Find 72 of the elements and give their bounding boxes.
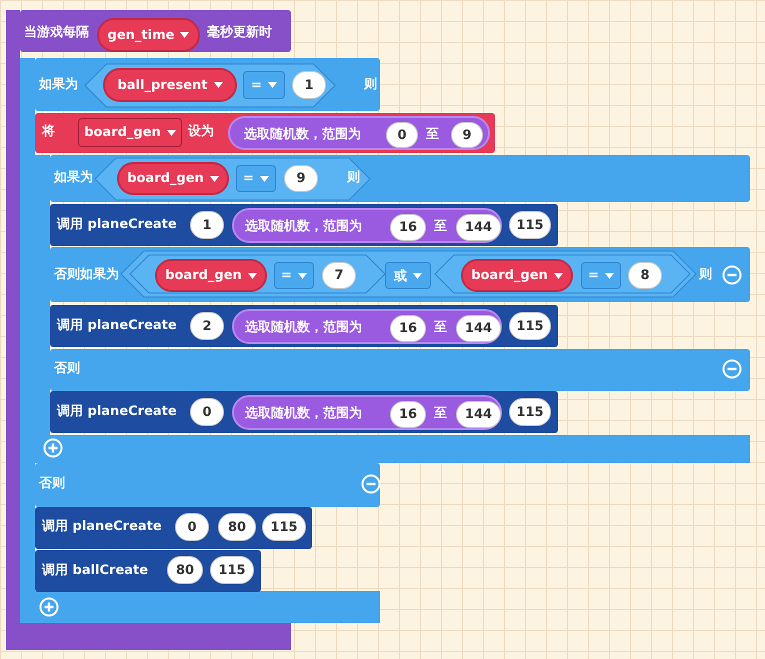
block-label: 将: [42, 124, 55, 140]
operator-dropdown: =: [236, 165, 276, 192]
number-field: 144: [456, 214, 501, 241]
random-number-block: [232, 208, 502, 243]
block-arm: [20, 58, 35, 623]
if-block-row: [50, 155, 750, 202]
number-field: 0: [386, 122, 418, 148]
set-block: [35, 113, 495, 153]
block-label: 调用 planeCreate: [57, 217, 177, 233]
block-label: 调用 ballCreate: [42, 563, 148, 579]
call-block: [50, 391, 558, 433]
number-field: 16: [390, 401, 426, 428]
block-label: 至: [426, 127, 439, 143]
call-block: [35, 550, 261, 592]
variable-dropdown: board_gen: [78, 118, 182, 147]
call-block: [50, 204, 558, 246]
block-label: 选取随机数，范围为: [244, 127, 361, 143]
if-block-row: [50, 247, 750, 302]
random-number-block: [228, 116, 490, 150]
block-label: 则: [699, 267, 712, 283]
number-field: 80: [218, 513, 256, 541]
variable-dropdown: ball_present: [103, 68, 237, 102]
block-label: 如果为: [54, 170, 93, 186]
block-label: 选取随机数，范围为: [245, 406, 362, 422]
number-field: 115: [262, 513, 306, 541]
number-field: 9: [451, 122, 483, 148]
variable-dropdown: board_gen: [117, 162, 229, 195]
block-label: 设为: [188, 124, 214, 140]
number-field: 16: [390, 315, 426, 342]
block-label: 当游戏每隔: [24, 25, 89, 41]
block-label: 如果为: [39, 77, 78, 93]
block-label: 否则: [39, 476, 65, 492]
variable-dropdown: board_gen: [155, 259, 267, 292]
if-block-row: [35, 58, 380, 111]
block-label: 选取随机数，范围为: [245, 320, 362, 336]
number-field: 2: [190, 312, 224, 340]
if-block-row: [50, 349, 750, 391]
operator-dropdown: =: [581, 262, 621, 289]
variable-dropdown: board_gen: [461, 259, 573, 292]
number-field: 115: [509, 211, 551, 239]
operator-dropdown: =: [274, 262, 314, 289]
block-label: 至: [434, 219, 447, 235]
number-field: 115: [509, 398, 551, 426]
block-label: 调用 planeCreate: [57, 318, 177, 334]
random-number-block: [232, 309, 502, 344]
number-field: 0: [190, 398, 224, 426]
number-field: 144: [456, 315, 501, 342]
number-field: 80: [167, 556, 203, 584]
block-label: 至: [434, 320, 447, 336]
block-label: 调用 planeCreate: [57, 404, 177, 420]
block-label: 则: [347, 170, 360, 186]
number-field: 115: [509, 312, 551, 340]
block-label: 否则如果为: [54, 267, 119, 283]
number-field: 0: [175, 513, 209, 541]
number-field: 16: [390, 214, 426, 241]
block-label: 否则: [54, 361, 80, 377]
block-label: 至: [434, 406, 447, 422]
block-label: 毫秒更新时: [207, 25, 272, 41]
block-label: 调用 planeCreate: [42, 519, 162, 535]
number-field: 144: [456, 401, 501, 428]
variable-dropdown: gen_time: [97, 18, 200, 52]
block-arm: [6, 10, 20, 650]
operator-dropdown: =: [243, 71, 285, 99]
event-block-header: [20, 10, 291, 52]
operator-dropdown: 或: [385, 262, 431, 289]
block-label: 选取随机数，范围为: [245, 219, 362, 235]
block-label: 则: [364, 77, 377, 93]
number-field: 115: [210, 556, 254, 584]
number-field: 1: [190, 211, 224, 239]
call-block: [50, 305, 558, 347]
random-number-block: [232, 395, 502, 430]
call-block: [35, 507, 312, 549]
